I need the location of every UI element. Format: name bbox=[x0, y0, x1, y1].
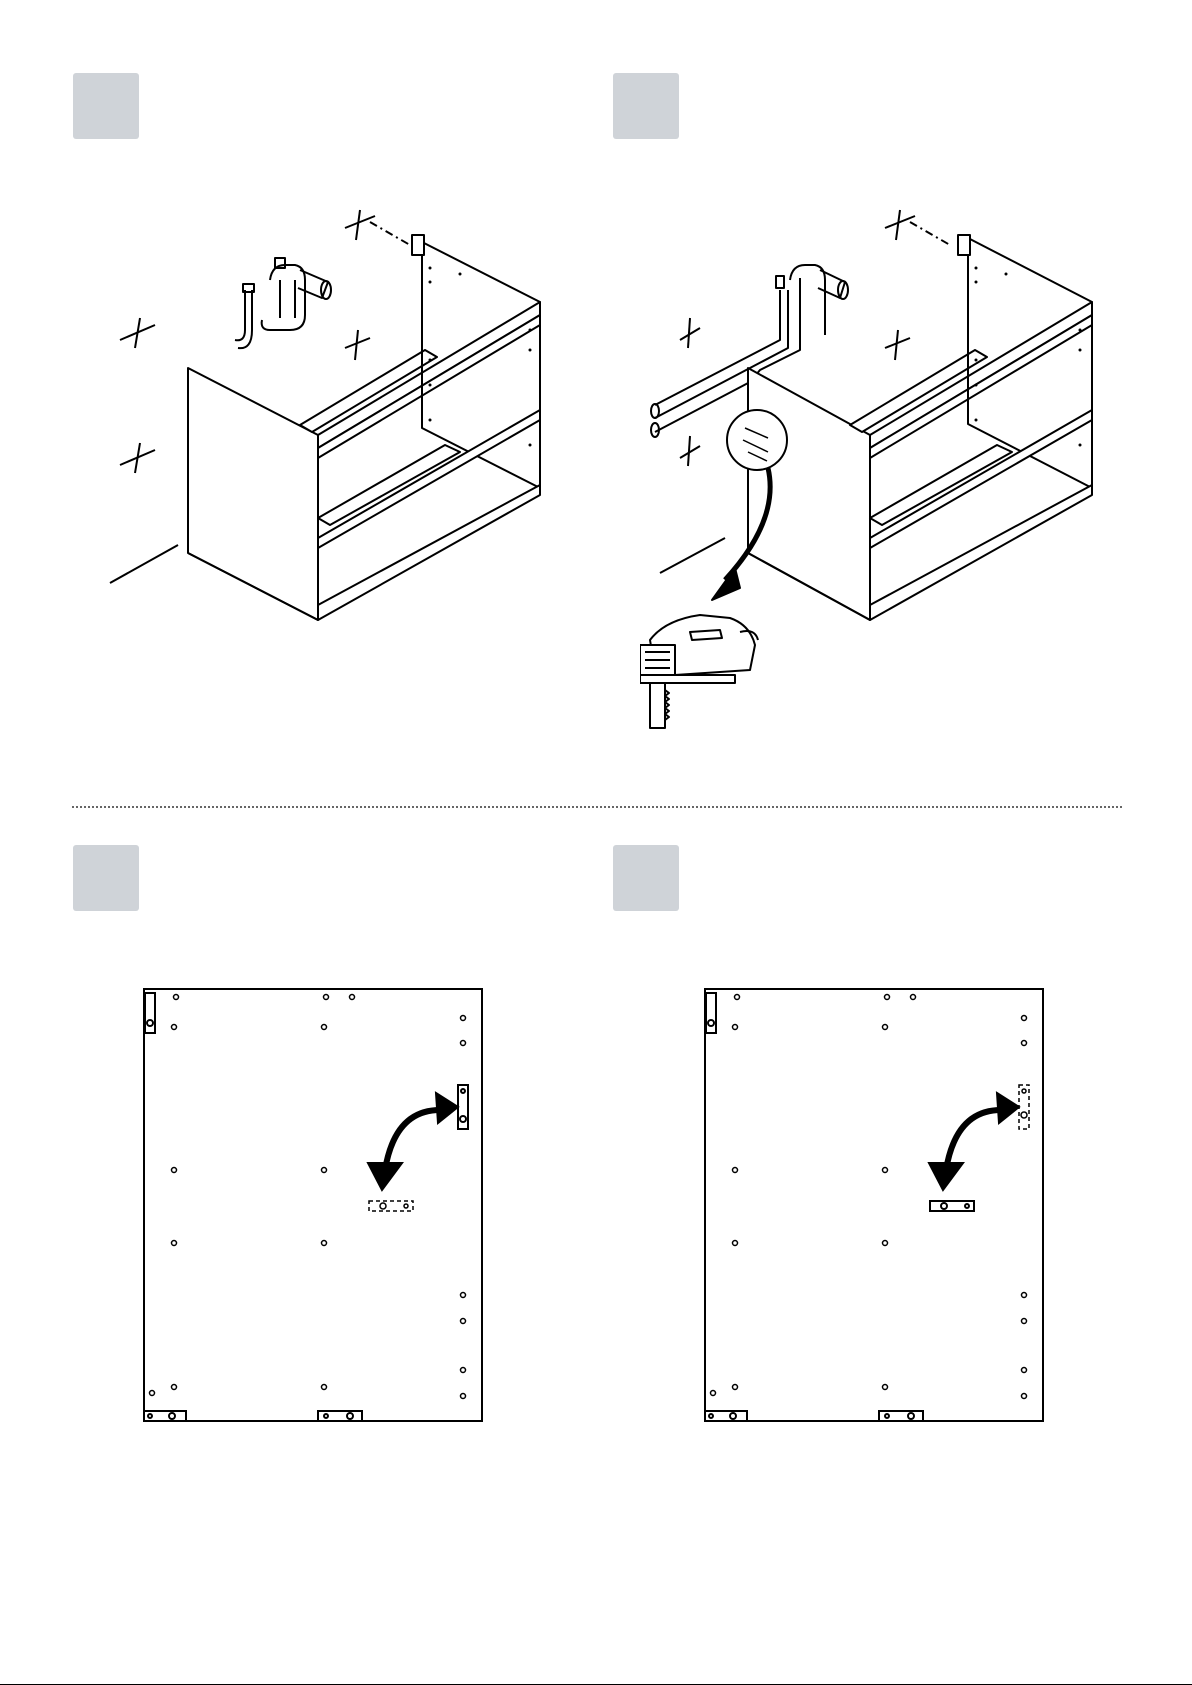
side-panel bbox=[705, 989, 1043, 1421]
step-2-illustration bbox=[640, 200, 1120, 740]
jigsaw-icon bbox=[640, 615, 758, 728]
cabinet bbox=[188, 235, 540, 620]
step-1-illustration bbox=[100, 200, 580, 640]
step-4-illustration bbox=[701, 985, 1051, 1425]
step-badge-4 bbox=[613, 845, 679, 911]
side-panel bbox=[144, 989, 482, 1421]
section-divider bbox=[72, 806, 1122, 808]
step-badge-3 bbox=[73, 845, 139, 911]
step-badge-2 bbox=[613, 73, 679, 139]
step-badge-1 bbox=[73, 73, 139, 139]
step-3-illustration bbox=[140, 985, 490, 1425]
